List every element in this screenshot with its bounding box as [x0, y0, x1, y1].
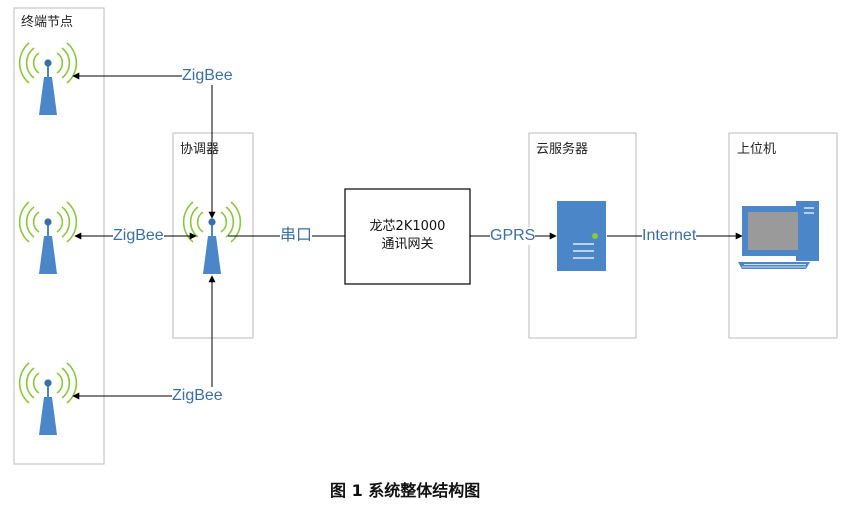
gateway-subtitle: 通讯网关 — [381, 237, 434, 252]
zigbee-bottom-label: ZigBee — [172, 387, 223, 405]
figure-caption: 图 1 系统整体结构图 — [330, 481, 481, 500]
antenna-tower-icon — [18, 362, 78, 436]
cloud-server-label: 云服务器 — [536, 142, 589, 157]
gateway-box-text: 龙芯2K1000 通讯网关 — [345, 218, 470, 254]
internet-label: Internet — [642, 227, 697, 245]
antenna-tower-icon — [18, 42, 78, 116]
gprs-label: GPRS — [490, 227, 536, 245]
coordinator-label: 协调器 — [180, 142, 220, 157]
gateway-title: 龙芯2K1000 — [369, 219, 446, 234]
antenna-tower-icon — [18, 201, 78, 275]
host-pc-label: 上位机 — [737, 142, 777, 157]
terminal-nodes-label: 终端节点 — [21, 15, 74, 30]
zigbee-middle-label: ZigBee — [113, 227, 164, 245]
desktop-computer-icon — [738, 201, 819, 269]
serial-label: 串口 — [280, 227, 313, 245]
zigbee-top-label: ZigBee — [182, 67, 233, 85]
server-icon — [557, 201, 606, 271]
